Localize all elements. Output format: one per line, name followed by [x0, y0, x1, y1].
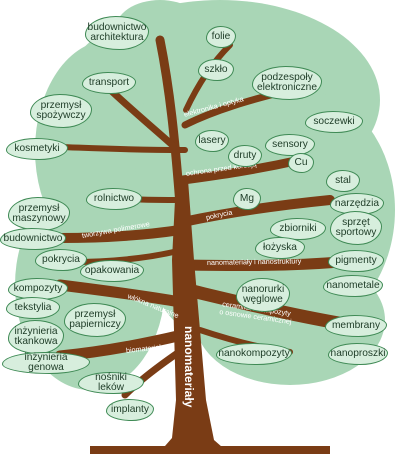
branch-label-nanomaterialy: nanomateriały i nanostruktury	[206, 256, 302, 267]
leaf-nanokompozyty: nanokompozyty	[216, 343, 292, 365]
trunk-label: nanomateriały	[182, 326, 196, 408]
leaf-nanometale: nanometale	[323, 275, 383, 297]
leaf-implanty: implanty	[106, 399, 154, 421]
leaf-nanorurki: nanorurki węglowe	[236, 278, 290, 312]
leaf-pigmenty: pigmenty	[328, 250, 384, 272]
leaf-przemysl-spozywczy: przemysł spożywczy	[30, 94, 92, 128]
leaf-cu: Cu	[288, 153, 314, 173]
leaf-tekstylia: tekstylia	[6, 297, 60, 319]
leaf-inzynieria-genowa: inżynieria genowa	[2, 352, 90, 374]
leaf-budownictwo: budownictwo	[0, 228, 66, 250]
leaf-membrany: membrany	[325, 315, 387, 337]
leaf-mg: Mg	[233, 188, 261, 210]
leaf-pokrycia: pokrycia	[35, 249, 87, 271]
trunk	[158, 180, 230, 454]
leaf-lozyska: łożyska	[255, 237, 305, 259]
leaf-druty: druty	[228, 145, 262, 167]
leaf-stal: stal	[326, 170, 360, 192]
leaf-lasery: lasery	[195, 130, 229, 152]
leaf-opakowania: opakowania	[80, 260, 144, 282]
leaf-inzynieria-tkankowa: inżynieria tkankowa	[8, 320, 64, 354]
leaf-szklo: szkło	[198, 59, 234, 81]
leaf-sprzet-sportowy: sprzęt sportowy	[330, 211, 382, 245]
leaf-soczewki: soczewki	[305, 111, 363, 133]
leaf-podzespoly: podzespoły elektroniczne	[252, 66, 322, 100]
leaf-rolnictwo: rolnictwo	[86, 188, 142, 210]
leaf-transport: transport	[82, 72, 136, 94]
leaf-kosmetyki: kosmetyki	[6, 138, 68, 160]
leaf-przemysl-papierniczy: przemysł papierniczy	[64, 303, 126, 337]
leaf-nosniki-lekow: nośniki leków	[78, 372, 144, 394]
leaf-sensory: sensory	[265, 134, 315, 156]
leaf-folie: folie	[206, 26, 236, 48]
leaf-przemysl-maszynowy: przemysł maszynowy	[8, 197, 70, 231]
leaf-nanoproszki: nanoproszki	[328, 343, 388, 365]
leaf-budownictwo-architektura: budownictwo architektura	[85, 16, 149, 50]
